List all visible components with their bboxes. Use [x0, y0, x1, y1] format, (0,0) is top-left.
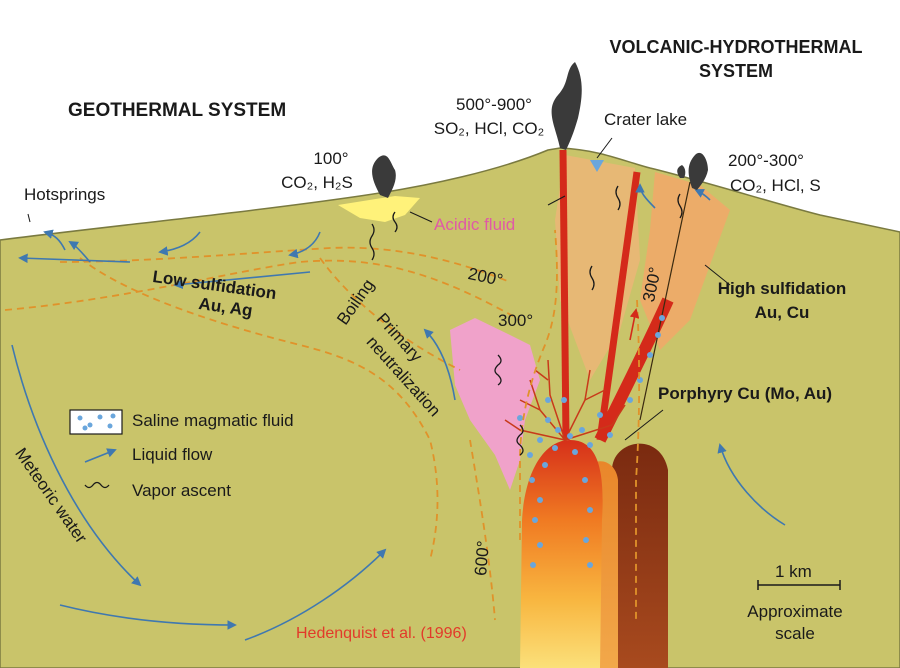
saline-dots — [517, 315, 665, 568]
legend-vapor-icon — [84, 481, 110, 489]
label-gases-center: SO₂, HCl, CO₂ — [433, 119, 545, 138]
label-crater-lake: Crater lake — [604, 110, 688, 129]
label-high-sulfidation: High sulfidation — [717, 279, 847, 298]
conduit-right-a — [596, 171, 641, 441]
label-porphyry: Porphyry Cu (Mo, Au) — [658, 384, 833, 403]
smoke-plumes — [372, 62, 708, 198]
isotherms — [4, 229, 641, 621]
label-temp-200-300: 200°-300° — [728, 151, 804, 170]
scale-bar — [757, 580, 841, 590]
vapor-squiggles — [369, 185, 683, 456]
acidic-zone — [450, 318, 540, 490]
label-high-sulfidation-metals: Au, Cu — [754, 303, 810, 322]
magma-chamber — [520, 440, 603, 668]
label-temp-100: 100° — [313, 149, 349, 168]
citation-text: Hedenquist et al. (1996) — [296, 625, 467, 642]
label-gases-right: CO₂, HCl, S — [730, 176, 821, 195]
flow-arrows — [11, 183, 786, 641]
label-hotsprings: Hotsprings — [24, 185, 106, 204]
red-flow-arrows — [629, 308, 640, 341]
label-scale-value: 1 km — [775, 562, 812, 581]
label-scale-word: scale — [775, 624, 815, 643]
conduit-left — [559, 149, 570, 441]
title-volcanic-line2: SYSTEM — [698, 61, 773, 81]
label-isotherm-600: 600° — [471, 539, 493, 577]
label-gases-left: CO₂, H₂S — [281, 173, 353, 192]
title-geothermal-system: GEOTHERMAL SYSTEM — [68, 100, 287, 121]
crater-lake-marker — [590, 160, 604, 172]
leader-lines — [27, 137, 731, 441]
boiling-surface-zone — [338, 196, 420, 222]
legend-liquid-flow-label: Liquid flow — [132, 445, 213, 464]
legend-saline-label: Saline magmatic fluid — [132, 411, 294, 430]
label-acidic-fluid: Acidic fluid — [434, 215, 516, 234]
legend-liquid-flow-icon — [84, 448, 117, 463]
conduit-right-b — [594, 297, 674, 443]
label-temp-500-900: 500°-900° — [456, 95, 532, 114]
label-scale-approximate: Approximate — [747, 602, 843, 621]
legend-saline-icon — [69, 409, 123, 435]
legend-vapor-ascent-label: Vapor ascent — [132, 481, 231, 500]
porphyry-intrusion — [612, 443, 668, 668]
title-volcanic-line1: VOLCANIC-HYDROTHERMAL — [609, 37, 863, 57]
branching-veins — [504, 359, 626, 441]
fault-line — [639, 181, 691, 421]
label-isotherm-300: 300° — [498, 311, 534, 330]
